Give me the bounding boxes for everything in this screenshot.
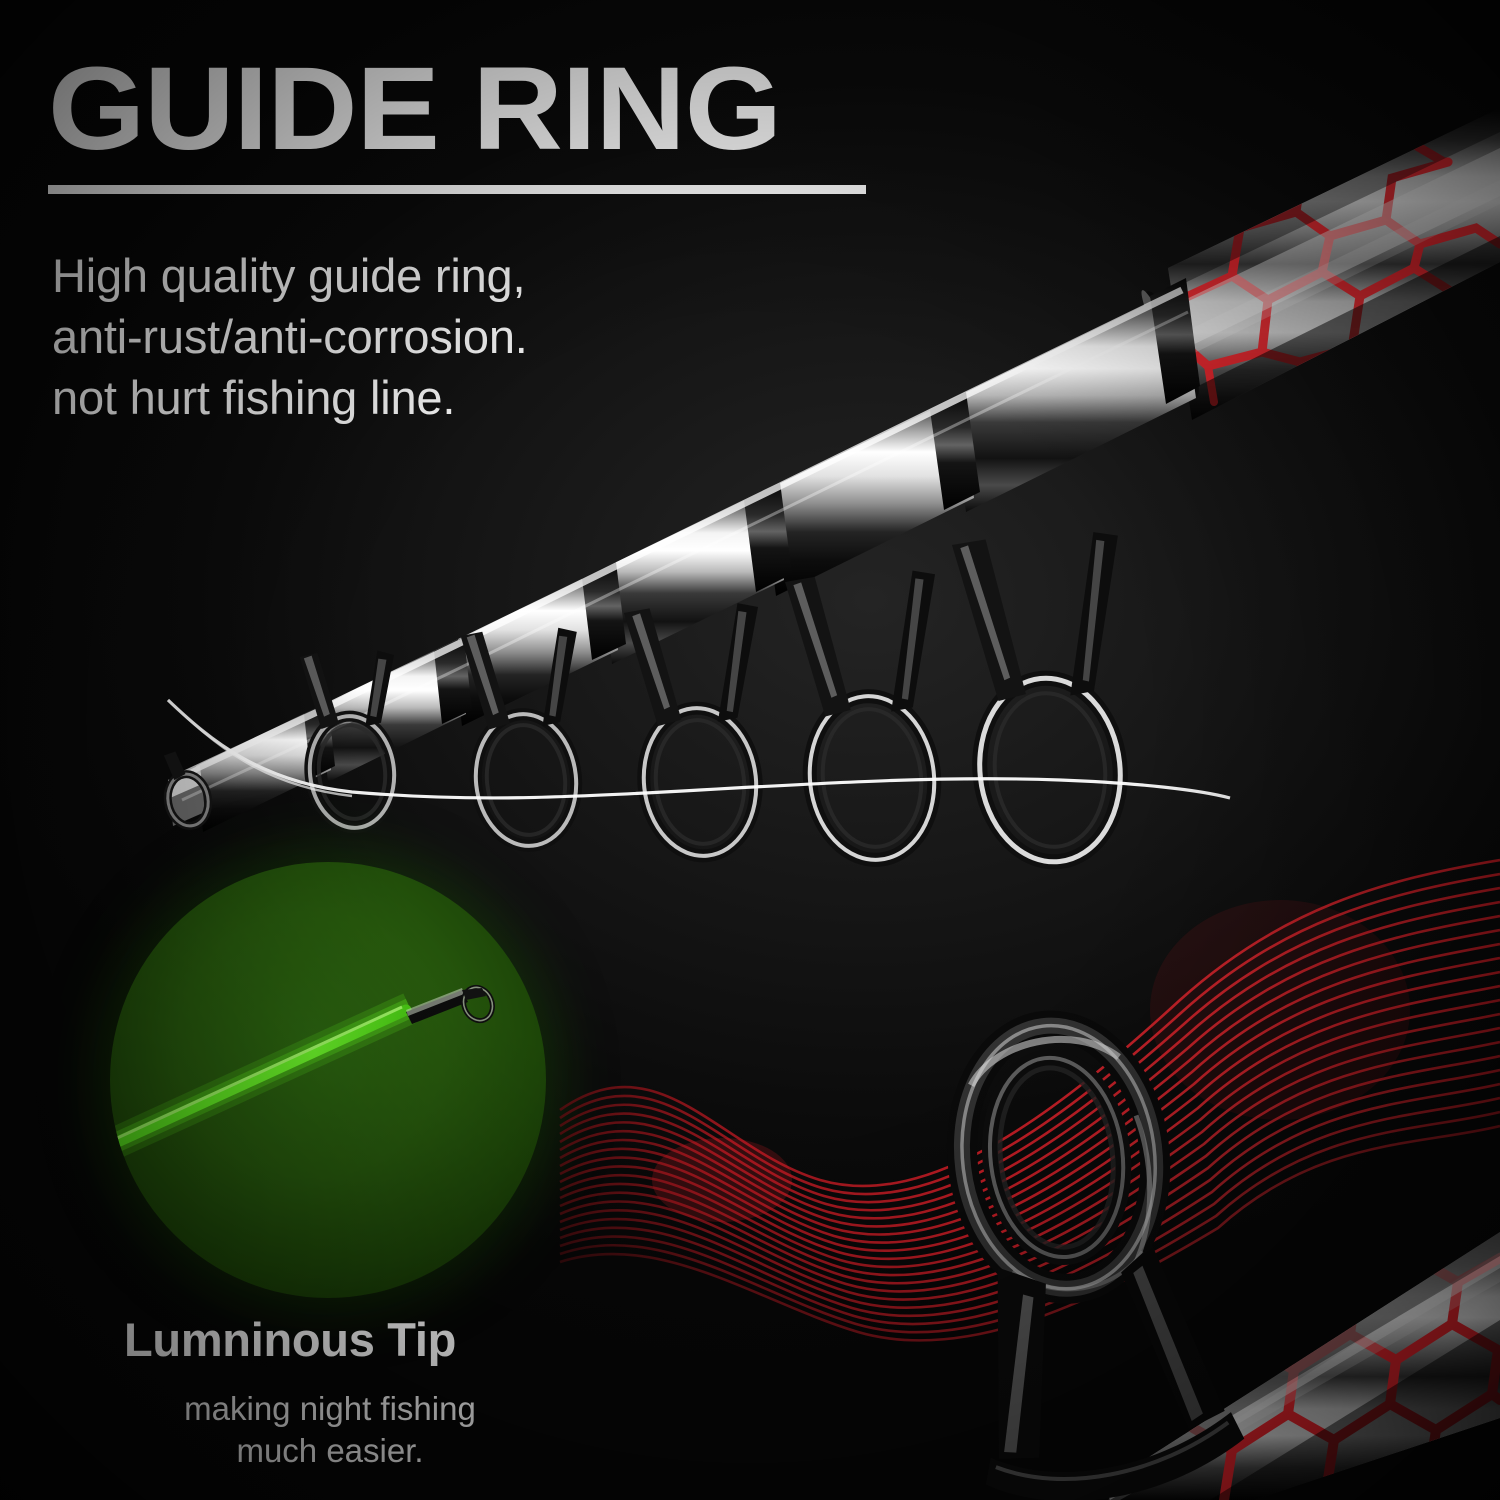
- luminous-line-1: making night fishing: [184, 1390, 476, 1427]
- guide-rings: [163, 532, 1128, 870]
- rod-butt-section: [1141, 108, 1500, 420]
- red-wave-lines: [559, 858, 1500, 1342]
- glow-tip-top-guide: [406, 984, 495, 1024]
- description-line-2: anti-rust/anti-corrosion.: [52, 310, 528, 364]
- luminous-tip-circle: [110, 862, 546, 1298]
- description-text: High quality guide ring, anti-rust/anti-…: [52, 245, 528, 428]
- rod-blank-bottom: [1082, 1232, 1500, 1500]
- guide-ring-closeup: [946, 1010, 1245, 1500]
- luminous-tip-description: making night fishing much easier.: [150, 1388, 510, 1472]
- fishing-line: [166, 698, 1231, 800]
- page-title: GUIDE RING: [48, 43, 782, 175]
- luminous-line-2: much easier.: [236, 1432, 424, 1470]
- description-line-1: High quality guide ring,: [52, 249, 526, 302]
- title-underline: [48, 185, 866, 194]
- luminous-tip-title: Lumninous Tip: [124, 1313, 457, 1366]
- tip-top-guide: [163, 751, 213, 830]
- description-line-3: not hurt fishing line.: [52, 371, 456, 425]
